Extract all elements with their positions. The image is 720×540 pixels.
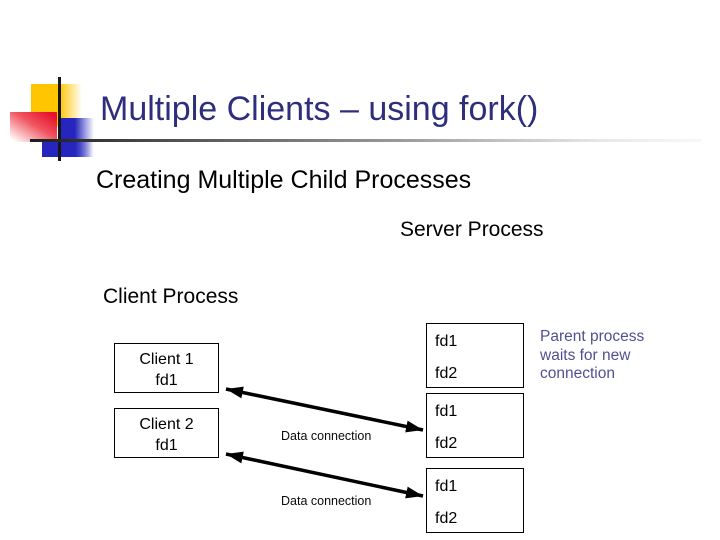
data-connection-arrow-2 [225,451,424,499]
client-1-title: Client 1 [139,351,194,368]
decoration-blue-square-lower [42,141,92,157]
slide-title: Multiple Clients – using fork() [100,90,539,128]
server-fd-box-1-fd2: fd2 [435,365,458,382]
client-2-box: Client 2 fd1 [114,408,219,458]
slide-subtitle: Creating Multiple Child Processes [96,166,472,194]
server-process-label: Server Process [400,218,544,241]
server-fd-box-3-fd1: fd1 [435,478,458,495]
server-fd-box-1: fd1 fd2 [426,323,524,388]
client-process-label: Client Process [103,285,239,308]
client-1-box: Client 1 fd1 [114,343,219,393]
decoration-red-square [10,112,57,142]
data-connection-label-1: Data connection [281,429,372,443]
title-underline-rule [30,139,702,142]
client-2-title: Client 2 [139,416,194,433]
data-connection-label-2: Data connection [281,494,372,508]
server-fd-box-2-fd2: fd2 [435,435,458,452]
decoration-vertical-line [58,77,61,161]
server-fd-box-1-fd1: fd1 [435,333,458,350]
data-connection-arrow-1 [225,386,424,433]
server-fd-box-3: fd1 fd2 [426,468,524,533]
parent-process-note: Parent process waits for new connection [540,328,645,382]
client-1-fd: fd1 [155,372,178,389]
server-fd-box-2-fd1: fd1 [435,403,458,420]
client-2-fd: fd1 [155,437,178,454]
server-fd-box-2: fd1 fd2 [426,393,524,458]
server-fd-box-3-fd2: fd2 [435,510,458,527]
